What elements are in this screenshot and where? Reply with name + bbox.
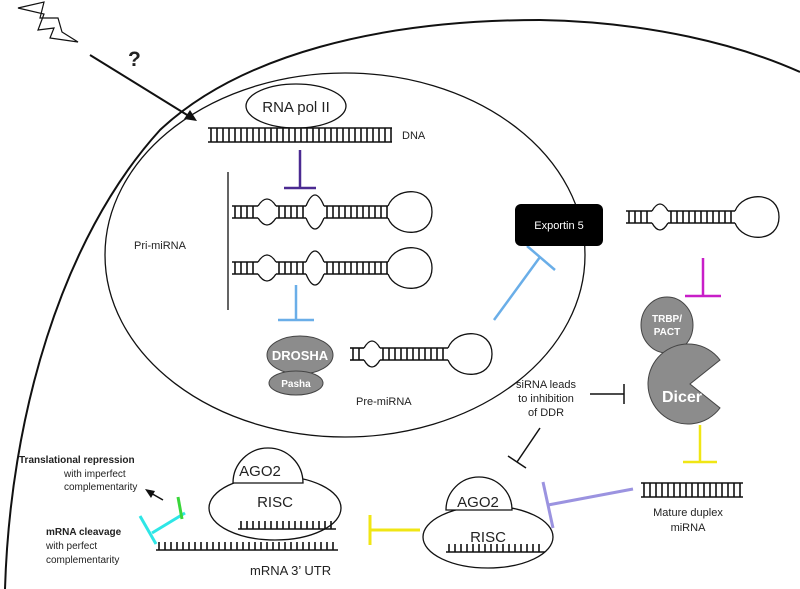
pre-mirna-label: Pre-miRNA	[356, 396, 412, 408]
risc-right-label: RISC	[470, 529, 506, 546]
mature-label-2: miRNA	[671, 522, 706, 534]
translational-repression: Translational repression	[19, 455, 135, 466]
hairpin-stem	[232, 205, 258, 219]
ago2-right-label: AGO2	[457, 494, 499, 511]
risc-complex-right: RISC AGO2	[422, 476, 554, 569]
mrna-targeting-inhibitor	[368, 515, 420, 545]
hairpin-stem	[324, 205, 388, 219]
exportin-5	[515, 204, 603, 246]
hairpin-stem	[324, 261, 388, 275]
mrna-outcome-inhibitor	[138, 496, 186, 545]
hairpin-stem	[350, 347, 364, 361]
pre-mirna	[350, 333, 493, 375]
dna-ladder	[208, 127, 392, 143]
mature-label-1: Mature duplex	[653, 507, 723, 519]
hairpin-bulge	[651, 203, 669, 212]
mature-duplex-mirna	[641, 482, 743, 498]
hairpin-bulge	[305, 273, 325, 286]
risc-complex-left: RISC AGO2	[208, 447, 342, 541]
hairpin-stem	[668, 210, 735, 224]
cell-membrane	[4, 18, 800, 589]
sirna-line3: of DDR	[528, 407, 564, 419]
hairpin-bulge	[363, 340, 381, 349]
drosha-processing-inhibitor	[278, 285, 314, 322]
rna-pol-label: RNA pol II	[262, 99, 330, 116]
mrna-strand	[156, 542, 338, 551]
imperfect-line2: complementarity	[64, 482, 137, 493]
lightning-icon	[17, 1, 79, 43]
hairpin-loop	[734, 196, 780, 238]
hairpin-bulge	[257, 273, 277, 282]
drosha-label: DROSHA	[272, 348, 329, 363]
risc-loading-inhibitor	[541, 481, 634, 529]
mrna-ladder	[156, 542, 338, 551]
sirna-dicer-inhibitor	[590, 384, 625, 404]
dna-strand	[208, 127, 392, 143]
ago2-right	[445, 476, 513, 511]
dicer-yellow-inhibitor	[683, 425, 717, 464]
mrna-cleavage: mRNA cleavage	[46, 527, 122, 538]
risc-left-strand	[238, 521, 336, 530]
hairpin-bulge	[305, 217, 325, 230]
hairpin-bulge	[305, 250, 325, 263]
transcription-inhibitor	[284, 150, 316, 190]
risc-right-strand	[446, 544, 545, 553]
question-mark: ?	[128, 48, 141, 71]
hairpin-bulge	[363, 359, 381, 368]
imperfect-line1: with imperfect	[63, 469, 126, 480]
stress-arrow	[89, 54, 197, 121]
pasha	[268, 370, 324, 396]
risc-left-guide	[238, 521, 336, 530]
mature-duplex-ladder	[641, 482, 743, 498]
risc-right-guide	[446, 544, 545, 553]
hairpin-bulge	[257, 254, 277, 263]
ago2-left-label: AGO2	[239, 463, 281, 480]
hairpin-bulge	[257, 217, 277, 226]
hairpin-bulge	[305, 194, 325, 207]
dicer-label: Dicer	[662, 389, 702, 406]
hairpin-loop	[447, 333, 493, 375]
pasha-label: Pasha	[281, 379, 311, 390]
mrna-utr-label: mRNA 3’ UTR	[250, 563, 331, 578]
perfect-line1: with perfect	[45, 541, 97, 552]
pact-label: PACT	[654, 327, 680, 338]
trbp-label: TRBP/	[652, 314, 682, 325]
ago2-left	[232, 447, 304, 484]
sirna-line2: to inhibition	[518, 393, 574, 405]
dicer-complex: TRBP/ PACT Dicer	[640, 296, 721, 425]
dna-label: DNA	[402, 130, 426, 142]
dicer	[647, 343, 721, 425]
export-inhibitor	[492, 245, 556, 321]
perfect-line2: complementarity	[46, 555, 119, 566]
hairpin-stem	[276, 205, 306, 219]
hairpin-stem	[380, 347, 448, 361]
risc-left-label: RISC	[257, 494, 293, 511]
dicer-processing-inhibitor	[685, 258, 721, 298]
hairpin-bulge	[651, 222, 669, 231]
sirna-line1: siRNA leads	[516, 379, 576, 391]
hairpin-bulge	[257, 198, 277, 207]
hairpin-stem	[276, 261, 306, 275]
drosha-complex: DROSHA Pasha	[266, 335, 334, 396]
hairpin-loop	[387, 247, 433, 289]
sirna-risc-inhibitor	[507, 427, 541, 469]
hairpin-loop	[387, 191, 433, 233]
repression-arrow	[145, 489, 164, 501]
cytoplasmic-pre-mirna	[626, 196, 780, 238]
pri-mirna	[227, 172, 433, 310]
nucleus	[104, 72, 586, 438]
exportin-label: Exportin 5	[534, 220, 584, 232]
hairpin-stem	[626, 210, 652, 224]
pri-mirna-label: Pri-miRNA	[134, 240, 187, 252]
hairpin-stem	[232, 261, 258, 275]
